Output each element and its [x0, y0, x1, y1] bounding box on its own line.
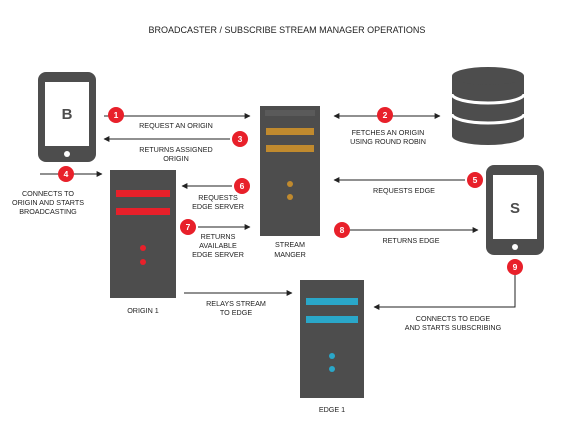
svg-text:9: 9: [513, 262, 518, 272]
step-badge-3: 3: [232, 131, 248, 147]
step-3-text-line1: RETURNS ASSIGNED: [139, 145, 213, 154]
step-7-text-line2: AVAILABLE: [199, 241, 237, 250]
broadcaster-letter: B: [62, 106, 73, 123]
step-badge-5: 5: [467, 172, 483, 188]
stream-manager-label-2: MANGER: [274, 250, 306, 259]
step-8-text: RETURNS EDGE: [382, 236, 439, 245]
origin-server: [110, 170, 176, 298]
svg-text:2: 2: [383, 110, 388, 120]
broadcaster-device: B: [38, 72, 96, 162]
origin-label: ORIGIN 1: [127, 306, 159, 315]
relay-text-line1: RELAYS STREAM: [206, 299, 266, 308]
svg-text:4: 4: [64, 169, 69, 179]
step-7-text-line3: EDGE SERVER: [192, 250, 244, 259]
step-badge-1: 1: [108, 107, 124, 123]
svg-text:1: 1: [114, 110, 119, 120]
step-2-text-line1: FETCHES AN ORIGIN: [352, 128, 425, 137]
svg-text:3: 3: [238, 134, 243, 144]
step-4-text-line3: BROADCASTING: [19, 207, 77, 216]
step-badge-6: 6: [234, 178, 250, 194]
step-1-text: REQUEST AN ORIGIN: [139, 121, 213, 130]
step-4-text-line2: ORIGIN AND STARTS: [12, 198, 84, 207]
step-9-text-line2: AND STARTS SUBSCRIBING: [405, 323, 502, 332]
step-badge-9: 9: [507, 259, 523, 275]
step-badge-8: 8: [334, 222, 350, 238]
step-5-text: REQUESTS EDGE: [373, 186, 435, 195]
edge-label: EDGE 1: [319, 405, 345, 414]
step-7-text-line1: RETURNS: [201, 232, 236, 241]
database-icon: [450, 67, 526, 145]
svg-text:8: 8: [340, 225, 345, 235]
step-6-text-line2: EDGE SERVER: [192, 202, 244, 211]
relay-text-line2: TO EDGE: [220, 308, 252, 317]
svg-text:7: 7: [186, 222, 191, 232]
subscriber-letter: S: [510, 200, 520, 217]
stream-manager-label-1: STREAM: [275, 240, 305, 249]
step-2-text-line2: USING ROUND ROBIN: [350, 137, 426, 146]
step-4-text-line1: CONNECTS TO: [22, 189, 74, 198]
step-badge-7: 7: [180, 219, 196, 235]
step-badge-2: 2: [377, 107, 393, 123]
step-badge-4: 4: [58, 166, 74, 182]
stream-manager-server: [260, 106, 320, 236]
step-6-text-line1: REQUESTS: [198, 193, 238, 202]
diagram-title: BROADCASTER / SUBSCRIBE STREAM MANAGER O…: [149, 25, 426, 35]
step-3-text-line2: ORIGIN: [163, 154, 189, 163]
svg-text:6: 6: [240, 181, 245, 191]
subscriber-device: S: [486, 165, 544, 255]
step-9-text-line1: CONNECTS TO EDGE: [416, 314, 491, 323]
edge-server: [300, 280, 364, 398]
svg-text:5: 5: [473, 175, 478, 185]
arrow-step-9: [373, 274, 516, 310]
